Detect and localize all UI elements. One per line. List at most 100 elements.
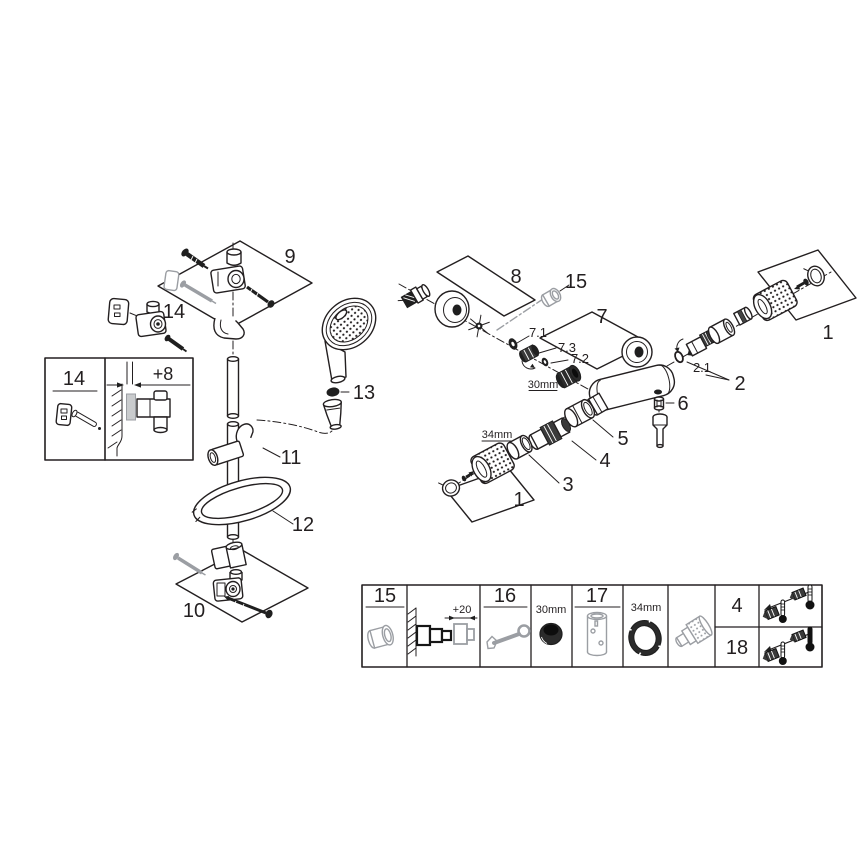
part11-glide-group: 11 — [207, 423, 301, 469]
adapter-icon — [675, 615, 713, 648]
part14-label: 14 — [163, 301, 185, 323]
extension-icon — [466, 628, 475, 641]
inset-part14-label: 14 — [63, 368, 85, 390]
part3-group: 3 34mm — [481, 429, 574, 496]
check-valve-icon — [519, 344, 540, 363]
part6-label: 6 — [677, 393, 688, 415]
nut-size-label: 30mm — [528, 379, 559, 391]
part1-bottom-label: 1 — [513, 489, 524, 511]
knurled-handle-icon — [752, 279, 798, 322]
escutcheon-icon — [434, 290, 470, 328]
part8-label: 8 — [510, 266, 521, 288]
part10-bracket-group: 10 — [172, 541, 309, 623]
table-cell-wrench: 16 — [483, 585, 531, 650]
temp-adjust-row-b — [762, 626, 815, 665]
part7-3-label: 7.3 — [558, 340, 576, 355]
union-icon — [428, 627, 444, 644]
part12-tray-group: 12 — [191, 476, 314, 536]
sleeve-icon — [586, 611, 608, 657]
union-icon — [415, 624, 432, 647]
table-cell-sleeve: 17 — [574, 585, 621, 657]
mixer-assembly: 8 15 7 7.1 — [397, 249, 857, 523]
filter-seal-icon — [468, 314, 490, 338]
part7-1-label: 7.1 — [529, 325, 547, 340]
ring-icon — [626, 617, 664, 658]
row4-label: 4 — [731, 595, 742, 617]
shower-head-icon — [321, 297, 377, 351]
wall-flange-icon — [621, 336, 653, 368]
part13-washer-icon — [326, 387, 340, 397]
part12-label: 12 — [292, 514, 314, 536]
offset-dimension: +8 — [153, 364, 174, 384]
part1-bottom-group: 1 — [438, 442, 535, 523]
rail-end-piece-icon — [210, 541, 247, 570]
cell16-label: 16 — [494, 585, 516, 607]
cover-plate-icon — [107, 297, 130, 326]
screw-icon — [246, 285, 275, 308]
sleeve-ring-icon — [707, 318, 736, 345]
grey-screw-icon — [172, 552, 206, 576]
s-union-icon — [397, 284, 431, 309]
cover-plate-icon — [55, 402, 73, 427]
part8-group: 8 — [397, 255, 536, 338]
hose-line — [256, 419, 334, 434]
thermometer-icon — [805, 584, 815, 610]
part5-label: 5 — [617, 428, 628, 450]
table-cell-nut: 30mm — [536, 604, 567, 646]
part2-label: 2 — [734, 373, 745, 395]
cell15-label: 15 — [374, 585, 396, 607]
table-cell-adapter — [675, 615, 713, 648]
union-icon — [440, 629, 453, 642]
part6-group: 6 — [652, 393, 689, 449]
screw-icon — [164, 334, 188, 353]
part9-callout — [157, 240, 313, 329]
nut-size-label: 30mm — [536, 604, 567, 616]
screw-icon — [224, 596, 273, 619]
stop-ring-icon — [564, 398, 596, 428]
nut-icon — [539, 622, 563, 646]
table-cell-ring: 34mm — [626, 602, 664, 658]
part9-bracket-group: 9 — [157, 240, 313, 329]
part2-group: 2.1 2 — [674, 330, 746, 395]
part13-label: 13 — [353, 382, 375, 404]
row18-label: 18 — [726, 637, 748, 659]
tray-icon — [191, 476, 292, 526]
wrench-icon — [486, 624, 531, 650]
rail-bracket-icon — [135, 310, 167, 338]
table-cell-cap: 15 — [365, 585, 405, 649]
thermo-cartridge-icon — [528, 417, 572, 450]
part1-right-label: 1 — [822, 322, 833, 344]
adapter-icon — [733, 306, 753, 326]
adjust-ring-icon — [506, 434, 533, 460]
part3-label: 3 — [562, 474, 573, 496]
union-nut-icon — [555, 364, 582, 389]
part1-right-group: 1 — [707, 249, 857, 345]
thermometer-icon — [778, 641, 787, 665]
adapter-icon — [653, 396, 665, 411]
shower-rail-assembly: 9 — [107, 240, 377, 623]
outlet-pipe-icon — [652, 413, 668, 449]
service-parts-table: 15 +20 — [361, 584, 823, 668]
screw-icon — [181, 248, 209, 270]
part9-label: 9 — [284, 246, 295, 268]
part15-label: 15 — [565, 271, 587, 293]
table-cell-wall-offset: +20 — [407, 604, 478, 657]
grey-screw-icon — [179, 280, 217, 305]
part4-label: 4 — [599, 450, 610, 472]
grey-plate-icon — [163, 269, 180, 292]
thermometer-icon — [805, 626, 815, 652]
part4-group: 4 — [528, 417, 611, 472]
o-ring-icon — [674, 350, 684, 364]
ring-size-label: 34mm — [631, 602, 662, 614]
hand-shower: 13 — [256, 297, 377, 434]
screw-icon — [71, 409, 101, 430]
part7-2-label: 7.2 — [571, 351, 589, 366]
rail-bracket-icon — [210, 265, 246, 294]
glide-icon — [207, 423, 254, 466]
cap-icon — [367, 624, 394, 649]
hose-connector-icon — [322, 398, 342, 430]
screw-icon — [461, 471, 474, 482]
